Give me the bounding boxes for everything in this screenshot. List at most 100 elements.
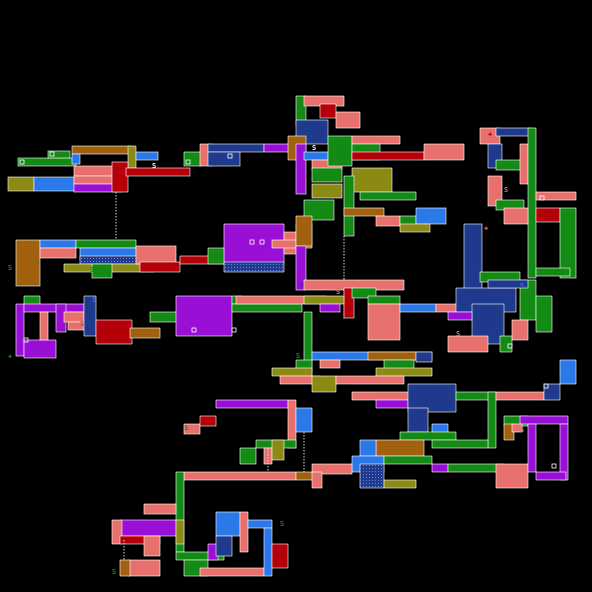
room-navy [463, 223, 483, 291]
room-purple [215, 399, 289, 409]
room-blue [263, 527, 273, 577]
room-green [487, 391, 497, 449]
room-dark_red [95, 319, 133, 345]
save-marker-icon: S [296, 352, 300, 360]
room-dark_red [271, 543, 289, 569]
door-icon [507, 343, 513, 349]
room-dark_red [351, 151, 425, 161]
room-red [335, 111, 361, 129]
room-brown [129, 327, 161, 339]
room-dark_red [535, 207, 561, 223]
room-olive [351, 167, 393, 193]
room-green [47, 150, 71, 159]
room-red [351, 135, 401, 145]
room-dark_red [125, 167, 191, 177]
room-red [503, 207, 529, 225]
room-red [183, 423, 201, 435]
room-red [263, 447, 273, 465]
room-green [383, 455, 433, 465]
room-red [511, 319, 529, 341]
room-red [495, 463, 529, 489]
room-red [39, 247, 77, 259]
room-olive [311, 183, 343, 199]
room-green [431, 439, 489, 449]
door-icon [539, 195, 545, 201]
room-purple [559, 423, 569, 481]
room-red [73, 175, 115, 185]
save-marker-icon: S [504, 186, 508, 194]
door-icon [19, 159, 25, 165]
room-brown [15, 239, 41, 287]
room-blue [215, 511, 241, 537]
room-brown [71, 145, 133, 155]
room-purple [319, 303, 341, 313]
room-green [231, 303, 303, 313]
door-icon [49, 151, 55, 157]
room-red [447, 335, 489, 353]
room-blue [247, 519, 273, 529]
room-red [127, 559, 161, 577]
room-green [149, 311, 179, 323]
room-red [199, 567, 265, 577]
room-green [343, 175, 355, 237]
room-green [75, 239, 137, 249]
room-green [535, 267, 571, 277]
room-dark_red [139, 261, 181, 273]
room-olive [127, 145, 137, 169]
room-purple [527, 423, 537, 473]
room-green [17, 157, 77, 167]
room-red [311, 471, 323, 489]
room-red [239, 511, 249, 553]
unknown-marker-icon: ? [300, 282, 304, 290]
room-navy [407, 407, 429, 433]
room-brown [343, 207, 385, 217]
cross-marker-icon: ✚ [488, 130, 492, 138]
room-dark_red [111, 161, 129, 193]
room-red [135, 245, 177, 265]
room-green [367, 295, 401, 305]
room-green [239, 447, 257, 465]
room-red [143, 535, 161, 557]
room-green [311, 167, 343, 183]
room-purple [375, 399, 409, 409]
room-red [487, 175, 503, 207]
room-navy [415, 351, 433, 363]
room-olive [311, 375, 337, 393]
save-marker-icon: S [520, 426, 524, 434]
room-green [527, 127, 537, 279]
room-navy [407, 383, 457, 413]
room-blue [359, 439, 377, 457]
save-marker-icon: S [520, 282, 524, 290]
room-pattern [80, 256, 140, 264]
room-purple [295, 143, 307, 195]
save-marker-icon: S [112, 568, 116, 576]
door-icon [227, 153, 233, 159]
save-marker-icon: S [336, 288, 340, 296]
room-green [351, 287, 377, 299]
room-olive [7, 176, 35, 192]
save-marker-icon: S [280, 520, 284, 528]
room-navy [495, 127, 533, 137]
save-marker-icon: S [312, 160, 316, 168]
room-green [399, 431, 457, 441]
room-olive [303, 295, 345, 305]
room-red [423, 143, 465, 161]
room-blue [415, 207, 447, 225]
door-icon [191, 327, 197, 333]
room-purple [119, 519, 177, 537]
room-purple [175, 295, 233, 337]
room-blue [33, 176, 75, 192]
room-red [311, 463, 353, 475]
room-purple [535, 471, 567, 481]
item-marker-icon: ◊ [428, 426, 432, 434]
room-green [207, 247, 225, 265]
room-navy [543, 383, 561, 401]
room-red [535, 191, 577, 201]
room-blue [135, 151, 159, 161]
room-red [335, 375, 405, 385]
save-marker-icon: S [80, 320, 84, 328]
room-green [359, 191, 417, 201]
room-blue [71, 153, 81, 165]
room-red [495, 391, 545, 401]
